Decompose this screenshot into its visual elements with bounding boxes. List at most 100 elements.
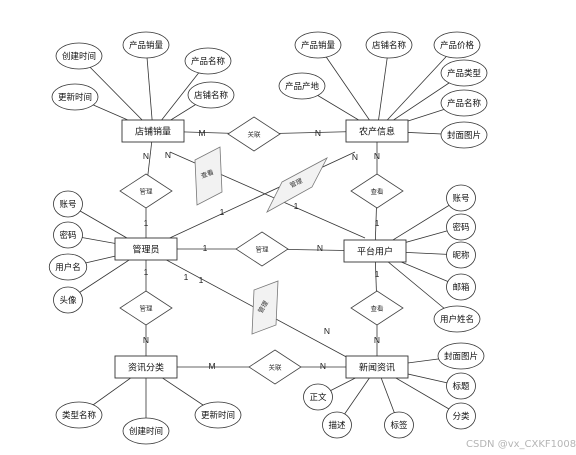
attribute-ellipse — [446, 273, 476, 301]
entity-label: 店铺销量 — [135, 126, 171, 138]
attribute-label: 产品名称 — [447, 98, 482, 109]
diagonal-link-2 — [145, 151, 356, 250]
relationship-label: 关联 — [248, 130, 262, 139]
attribute-label: 标题 — [452, 381, 470, 392]
entity-box — [343, 239, 407, 263]
attribute-a_type_name: 类型名称 — [55, 401, 103, 429]
relationship-label: 关联 — [269, 363, 283, 372]
attribute-ellipse — [440, 89, 488, 117]
attribute-a_update_time_1: 更新时间 — [51, 83, 99, 111]
attribute-ellipse — [122, 31, 170, 59]
attribute-label: 正文 — [309, 392, 327, 403]
relationship-r_view_product: 查看 — [350, 173, 404, 209]
attribute-a_account_1: 账号 — [53, 190, 83, 218]
relationship-diamond — [350, 173, 404, 209]
relationship-r_tilt_news: 管理 — [251, 280, 279, 335]
attribute-label: 更新时间 — [201, 410, 235, 421]
cardinality-tilt_admin_3: 1 — [184, 272, 189, 282]
relationship-diamond — [248, 349, 302, 385]
attribute-ellipse — [53, 221, 83, 249]
attribute-ellipse — [384, 411, 414, 439]
attribute-label: 产品产地 — [285, 81, 320, 92]
attribute-a_email: 邮箱 — [446, 273, 476, 301]
attribute-label: 账号 — [59, 200, 76, 210]
relationship-diamond — [227, 116, 281, 152]
relationship-r_tilt_sales: 查看 — [194, 146, 223, 206]
attribute-ellipse — [187, 81, 235, 109]
attribute-ellipse — [53, 286, 83, 314]
cardinality-admin_right: 1 — [203, 243, 208, 253]
relationship-label: 管理 — [140, 304, 154, 313]
attribute-a_product_sales_2: 产品销量 — [294, 31, 342, 59]
attribute-a_desc: 描述 — [322, 411, 352, 439]
attribute-ellipse — [303, 383, 333, 411]
attribute-a_real_name: 用户姓名 — [433, 305, 481, 333]
attribute-a_store_name_1: 店铺名称 — [187, 81, 235, 109]
attribute-a_origin: 产品产地 — [278, 72, 326, 100]
attribute-ellipse — [365, 31, 413, 59]
attribute-label: 店铺名称 — [372, 40, 407, 51]
attribute-a_update_time_2: 更新时间 — [194, 401, 242, 429]
relationship-r_view_news: 查看 — [350, 290, 404, 326]
entity-platform_user: 平台用户 — [343, 239, 407, 263]
attribute-a_nickname: 昵称 — [446, 241, 476, 269]
attribute-label: 更新时间 — [58, 92, 92, 103]
attribute-label: 昵称 — [452, 250, 470, 261]
relationship-diamond — [350, 290, 404, 326]
cardinality-user_down: 1 — [375, 269, 380, 279]
entity-product_info: 农产信息 — [345, 119, 409, 143]
relationship-diamond — [119, 173, 173, 209]
entity-news_category: 资讯分类 — [114, 355, 178, 379]
attribute-label: 创建时间 — [62, 51, 96, 62]
attribute-a_product_type: 产品类型 — [440, 59, 488, 87]
relationship-label: 查看 — [199, 167, 215, 180]
relationship-r_manage_user: 管理 — [235, 231, 289, 267]
cardinality-user_up: 1 — [375, 218, 380, 228]
cardinality-product_down: N — [374, 151, 380, 161]
attribute-link-a_store_name_2 — [376, 44, 390, 132]
attribute-label: 产品名称 — [191, 56, 226, 67]
attribute-label: 类型名称 — [62, 410, 97, 421]
attribute-ellipse — [194, 401, 242, 429]
cardinality-tilt_admin_2: 1 — [294, 201, 299, 211]
attribute-label: 产品销量 — [129, 40, 164, 51]
entity-box — [114, 237, 178, 261]
attribute-label: 密码 — [59, 230, 76, 241]
attribute-a_store_name_2: 店铺名称 — [365, 31, 413, 59]
cardinality-sales_down: N — [143, 151, 149, 161]
relationship-label: 查看 — [371, 187, 385, 196]
attribute-label: 创建时间 — [129, 426, 163, 437]
attribute-link-a_product_sales_2 — [317, 44, 378, 132]
attribute-a_body: 正文 — [303, 383, 333, 411]
entity-label: 资讯分类 — [128, 362, 164, 374]
attribute-label: 账号 — [452, 194, 469, 204]
entity-admin: 管理员 — [114, 237, 178, 261]
attribute-label: 产品类型 — [447, 68, 482, 79]
attribute-ellipse — [446, 184, 476, 212]
attribute-a_product_name_1: 产品名称 — [184, 47, 232, 75]
cardinality-sales_m: M — [198, 128, 205, 138]
cardinality-admin_up: 1 — [144, 218, 149, 228]
entity-label: 新闻资讯 — [359, 362, 395, 374]
attribute-ellipse — [55, 42, 103, 70]
relationship-r_relate_top: 关联 — [227, 116, 281, 152]
attribute-a_account_2: 账号 — [446, 184, 476, 212]
relationship-diamond — [235, 231, 289, 267]
attribute-label: 标签 — [390, 420, 408, 431]
attribute-a_password_1: 密码 — [53, 221, 83, 249]
cardinality-tilt_user_end: 1 — [199, 275, 204, 285]
attribute-label: 产品价格 — [440, 40, 475, 51]
relationship-r_relate_bottom: 关联 — [248, 349, 302, 385]
relationship-r_manage_sales: 管理 — [119, 173, 173, 209]
relationship-parallelogram — [251, 280, 279, 335]
attribute-label: 店铺名称 — [194, 90, 229, 101]
entity-box — [114, 355, 178, 379]
attribute-a_title: 标题 — [446, 372, 476, 400]
entity-box — [121, 119, 185, 143]
relationship-r_manage_cat: 管理 — [119, 290, 173, 326]
entity-label: 管理员 — [132, 244, 159, 256]
cardinality-admin_down: 1 — [144, 267, 149, 277]
attribute-ellipse — [322, 411, 352, 439]
entity-store_sales: 店铺销量 — [121, 119, 185, 143]
